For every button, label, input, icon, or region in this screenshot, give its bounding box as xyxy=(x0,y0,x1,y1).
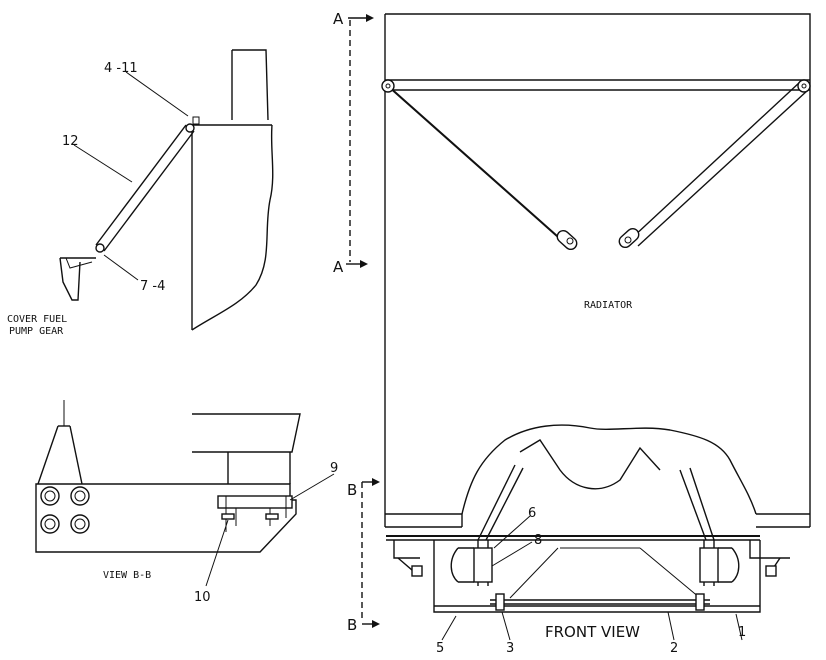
brace-right-upper-pin xyxy=(797,79,811,93)
label-part-6: 6 xyxy=(528,506,536,521)
hole-top-left xyxy=(40,486,60,506)
hole-bottom-right xyxy=(70,514,90,534)
label-pump-gear: PUMP GEAR xyxy=(9,326,64,337)
label-cover-fuel: COVER FUEL xyxy=(7,314,67,325)
label-part-4-11: 4 -11 xyxy=(104,61,138,76)
label-part-8: 8 xyxy=(534,533,542,548)
label-part-9: 9 xyxy=(330,461,338,476)
hole-bottom-left xyxy=(40,514,60,534)
section-a-bottom: A xyxy=(333,258,344,276)
brace-left-upper-pin xyxy=(381,79,395,93)
radiator-assembly xyxy=(381,13,811,641)
label-part-7-4: 7 -4 xyxy=(140,279,165,294)
label-part-1: 1 xyxy=(738,625,746,640)
label-part-12: 12 xyxy=(62,134,79,149)
view-bb-detail xyxy=(35,400,335,587)
upper-bracket-detail xyxy=(59,49,274,331)
label-part-3: 3 xyxy=(506,641,514,656)
label-part-2: 2 xyxy=(670,641,678,656)
section-b-bottom: B xyxy=(347,616,357,634)
rod-upper-end xyxy=(185,123,195,133)
label-view-bb: VIEW B-B xyxy=(103,570,151,581)
label-radiator: RADIATOR xyxy=(584,300,633,311)
label-front-view: FRONT VIEW xyxy=(545,623,640,641)
hole-top-right xyxy=(70,486,90,506)
label-part-5: 5 xyxy=(436,641,444,656)
section-b-top: B xyxy=(347,481,357,499)
rod-lower-end xyxy=(95,243,105,253)
section-a-top: A xyxy=(333,10,344,28)
section-markers xyxy=(346,14,380,628)
label-part-10: 10 xyxy=(194,590,211,605)
